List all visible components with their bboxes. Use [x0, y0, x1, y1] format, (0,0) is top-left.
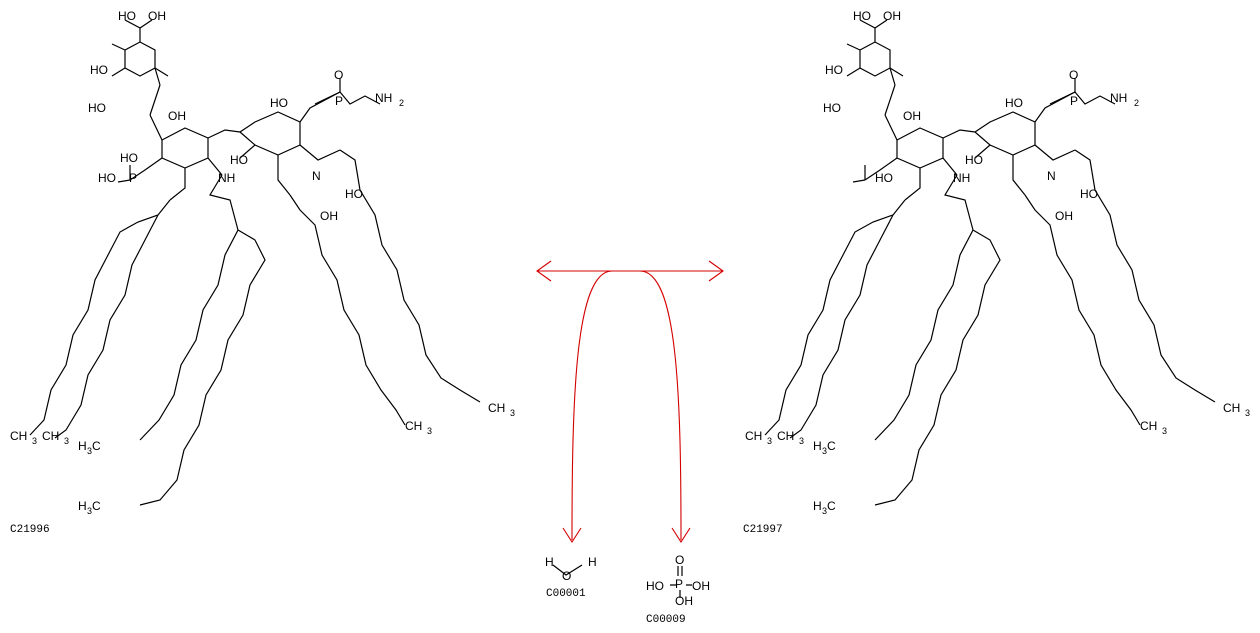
atom-label: HO [90, 63, 108, 77]
atom-label: CH [42, 429, 59, 443]
atom-label: H [78, 499, 87, 513]
side-product-arrow-phosphate [639, 270, 682, 541]
atom-label: OH [320, 209, 338, 223]
atom-label: NH [375, 91, 392, 105]
atom-label: CH [488, 401, 505, 415]
atom-label: CH [777, 429, 794, 443]
compound-id-label[interactable]: C00009 [646, 614, 686, 626]
compound-phosphate: O P HO OH OH C00009 [646, 553, 710, 626]
atom-subscript: 3 [427, 426, 432, 436]
atom-subscript: 3 [510, 408, 515, 418]
atom-label: O [675, 553, 684, 567]
atom-label: CH [1140, 419, 1157, 433]
reaction-arrow [536, 260, 724, 544]
atom-label: OH [692, 579, 710, 593]
atom-subscript: 3 [87, 446, 92, 456]
atom-label: HO [823, 101, 841, 115]
atom-label: HO [345, 187, 363, 201]
atom-label: HO [875, 171, 893, 185]
water-arrowhead [562, 527, 582, 544]
atom-label: HO [120, 151, 138, 165]
atom-subscript: 3 [32, 436, 37, 446]
atom-subscript: 2 [1134, 98, 1139, 108]
atom-label: P [129, 171, 137, 185]
compound-id-label[interactable]: C21996 [10, 524, 50, 536]
atom-subscript: 3 [1245, 408, 1250, 418]
atom-label: H [588, 555, 597, 569]
atom-label: N [312, 169, 321, 183]
left-arrowhead [536, 260, 552, 282]
atom-label: O [1069, 68, 1078, 82]
atom-label: HO [98, 171, 116, 185]
atom-subscript: 3 [822, 446, 827, 456]
atom-label: CH [745, 429, 762, 443]
atom-label: C [92, 499, 101, 513]
atom-label: HO [88, 101, 106, 115]
atom-label: C [827, 439, 836, 453]
atom-label: CH [405, 419, 422, 433]
atom-label: HO [965, 153, 983, 167]
atom-label: NH [218, 171, 235, 185]
atom-label: H [813, 439, 822, 453]
atom-label: NH [1110, 91, 1127, 105]
atom-label: HO [1080, 187, 1098, 201]
atom-subscript: 3 [799, 436, 804, 446]
atom-label: HO [853, 9, 871, 23]
atom-label: HO [1005, 96, 1023, 110]
atom-label: HO [118, 9, 136, 23]
atom-label: OH [1055, 209, 1073, 223]
atom-label: H [78, 439, 87, 453]
atom-label: P [1070, 94, 1078, 108]
atom-label: OH [903, 109, 921, 123]
atom-subscript: 3 [64, 436, 69, 446]
atom-label: OH [675, 594, 693, 608]
side-product-arrow-water [571, 270, 613, 541]
compound-id-label[interactable]: C00001 [546, 588, 586, 600]
compound-id-label[interactable]: C21997 [743, 524, 783, 536]
atom-label: O [334, 68, 343, 82]
atom-label: O [562, 569, 571, 583]
compound-left-structure: HO OH HO HO OH HO HO P NH HO HO O P NH 2… [10, 9, 515, 536]
atom-label: P [335, 94, 343, 108]
compound-water: H O H C00001 [545, 555, 597, 600]
atom-subscript: 3 [1162, 426, 1167, 436]
atom-label: OH [168, 109, 186, 123]
atom-subscript: 2 [399, 98, 404, 108]
phosphate-arrowhead [671, 527, 691, 544]
atom-subscript: 3 [767, 436, 772, 446]
atom-label: H [545, 555, 554, 569]
atom-label: CH [10, 429, 27, 443]
atom-label: HO [646, 579, 664, 593]
atom-label: NH [953, 171, 970, 185]
atom-label: HO [270, 96, 288, 110]
right-arrowhead [708, 260, 724, 282]
atom-label: H [813, 499, 822, 513]
atom-label: HO [825, 63, 843, 77]
atom-label: C [92, 439, 101, 453]
atom-label: C [827, 499, 836, 513]
atom-label: OH [148, 9, 166, 23]
atom-subscript: 3 [822, 506, 827, 516]
atom-subscript: 3 [87, 506, 92, 516]
atom-label: CH [1223, 401, 1240, 415]
compound-right-structure: HO OH HO HO OH HO NH HO HO O P NH 2 N HO… [743, 9, 1250, 536]
atom-label: HO [230, 153, 248, 167]
atom-label: OH [883, 9, 901, 23]
atom-label: P [675, 577, 683, 591]
atom-label: N [1047, 169, 1056, 183]
